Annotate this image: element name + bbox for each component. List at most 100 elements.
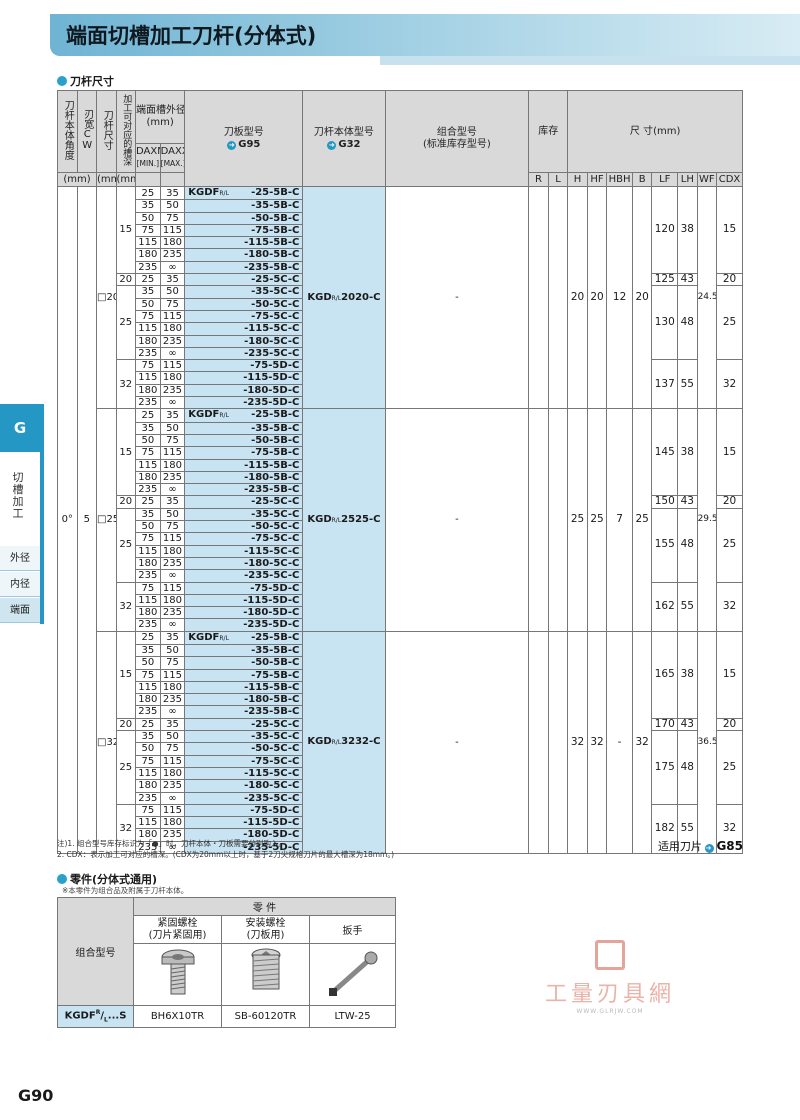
insert-code-cell[interactable]: -115-5C-C — [184, 766, 304, 781]
dim-lh-cell: 38 — [677, 630, 698, 719]
daxn-cell: 180 — [135, 383, 161, 398]
side-nav-inner[interactable]: 内径 — [0, 572, 40, 597]
applicable-insert-link[interactable]: 适用刀片 ➜G85 — [657, 839, 743, 853]
insert-code-cell[interactable]: -115-5D-C — [184, 371, 304, 385]
daxn-cell: 115 — [135, 544, 161, 558]
insert-code-cell[interactable]: -180-5B-C — [184, 470, 304, 485]
dim-lf-cell: 120 — [651, 185, 679, 275]
parts-group-header: 零 件 — [132, 897, 397, 916]
insert-code-cell[interactable]: -235-5B-C — [184, 483, 304, 497]
insert-code-cell[interactable]: -75-5C-C — [184, 754, 304, 768]
insert-code-cell[interactable]: -25-5C-C — [184, 717, 304, 732]
daxn-cell: 75 — [135, 581, 161, 595]
dim-hbh-cell: 7 — [606, 408, 633, 632]
insert-code-cell[interactable]: -115-5C-C — [184, 322, 304, 336]
col-hbh: HBH — [606, 172, 633, 187]
insert-code-cell[interactable]: -35-5B-C — [184, 199, 304, 213]
insert-suffix: -75-5D-C — [250, 360, 300, 372]
insert-prefix-text: KGDF — [188, 187, 220, 198]
side-nav-outer[interactable]: 外径 — [0, 546, 40, 571]
insert-code-cell[interactable]: -115-5B-C — [184, 458, 304, 472]
daxn-cell: 235 — [135, 791, 161, 805]
insert-code-cell[interactable]: -180-5D-C — [184, 383, 304, 398]
dim-lh-cell: 55 — [677, 359, 698, 410]
insert-code-cell[interactable]: -115-5D-C — [184, 816, 304, 830]
body-code-cell[interactable]: KGDR/L3232-C — [302, 630, 386, 855]
daxn-cell: 25 — [135, 495, 161, 509]
daxx-cell: 115 — [159, 446, 186, 460]
insert-code-cell[interactable]: -75-5C-C — [184, 532, 304, 546]
insert-code-cell[interactable]: -235-5D-C — [184, 840, 304, 855]
insert-code-cell[interactable]: -50-5C-C — [184, 520, 304, 534]
insert-code-cell[interactable]: -35-5C-C — [184, 285, 304, 299]
daxn-cell: 75 — [135, 309, 161, 324]
insert-code-cell[interactable]: -50-5B-C — [184, 211, 304, 225]
insert-code-cell[interactable]: -35-5C-C — [184, 730, 304, 744]
daxn-cell: 25 — [135, 408, 161, 423]
insert-code-cell[interactable]: -180-5C-C — [184, 334, 304, 348]
daxx-cell: 50 — [159, 421, 186, 435]
insert-code-cell[interactable]: KGDFR/L-25-5B-C — [184, 408, 304, 423]
insert-code-cell[interactable]: -75-5B-C — [184, 446, 304, 460]
insert-code-cell[interactable]: -75-5D-C — [184, 581, 304, 595]
insert-code-cell[interactable]: -35-5C-C — [184, 507, 304, 522]
insert-code-cell[interactable]: -75-5D-C — [184, 803, 304, 818]
insert-code-cell[interactable]: -50-5C-C — [184, 742, 304, 756]
body-code-cell[interactable]: KGDR/L2525-C — [302, 408, 386, 632]
insert-code-cell[interactable]: -35-5B-C — [184, 421, 304, 435]
daxx-cell: 235 — [159, 248, 186, 262]
daxx-cell: ∞ — [159, 483, 186, 497]
insert-code-cell[interactable]: -180-5D-C — [184, 828, 304, 842]
insert-code-cell[interactable]: -180-5C-C — [184, 779, 304, 793]
insert-code-cell[interactable]: -235-5C-C — [184, 569, 304, 583]
chapter-tab-g[interactable]: G — [0, 404, 40, 452]
body-code-cell[interactable]: KGDR/L2020-C — [302, 185, 386, 410]
table-notes: 注)1. 组合型号库存标识为「●」时，刀杆本体・刀板需要分别购入。 2. CDX… — [57, 839, 395, 859]
dim-cdx-cell: 15 — [716, 408, 743, 497]
insert-code-cell[interactable]: -50-5B-C — [184, 656, 304, 670]
insert-code-cell[interactable]: -115-5C-C — [184, 544, 304, 558]
insert-code-cell[interactable]: -235-5D-C — [184, 618, 304, 632]
insert-code-cell[interactable]: -115-5B-C — [184, 236, 304, 250]
insert-suffix: -75-5C-C — [251, 310, 300, 322]
col-cw: 刃宽CW — [76, 90, 97, 173]
dim-lf-cell: 145 — [651, 408, 679, 497]
daxx-cell: ∞ — [159, 260, 186, 275]
section-heading-dimensions: 刀杆尺寸 — [57, 73, 114, 89]
insert-code-cell[interactable]: -25-5C-C — [184, 273, 304, 287]
daxx-cell: 75 — [159, 211, 186, 225]
daxx-cell: 75 — [159, 656, 186, 670]
side-nav-face[interactable]: 端面 — [0, 598, 40, 623]
unit-shank: (mm) — [96, 172, 117, 187]
insert-code-cell[interactable]: -75-5C-C — [184, 309, 304, 324]
col-hf: HF — [586, 172, 608, 187]
insert-code-cell[interactable]: -115-5B-C — [184, 680, 304, 695]
insert-code-cell[interactable]: -235-5C-C — [184, 346, 304, 361]
insert-code-cell[interactable]: -75-5B-C — [184, 668, 304, 682]
insert-code-cell[interactable]: -180-5C-C — [184, 556, 304, 571]
insert-code-cell[interactable]: -180-5D-C — [184, 606, 304, 620]
table-row: 235∞-235-5D-C — [58, 396, 743, 410]
insert-suffix: -235-5B-C — [244, 706, 300, 718]
insert-code-cell[interactable]: -115-5D-C — [184, 593, 304, 608]
insert-code-cell[interactable]: KGDFR/L-25-5B-C — [184, 630, 304, 645]
insert-code-cell[interactable]: -180-5B-C — [184, 693, 304, 707]
daxx-cell: 115 — [159, 754, 186, 768]
insert-code-cell[interactable]: KGDFR/L-25-5B-C — [184, 185, 304, 201]
insert-code-cell[interactable]: -50-5B-C — [184, 433, 304, 448]
daxx-cell: 115 — [159, 532, 186, 546]
insert-code-cell[interactable]: -35-5B-C — [184, 643, 304, 658]
insert-code-cell[interactable]: -75-5B-C — [184, 223, 304, 238]
insert-code-cell[interactable]: -75-5D-C — [184, 359, 304, 373]
stock-r-cell — [528, 408, 549, 632]
insert-code-cell[interactable]: -180-5B-C — [184, 248, 304, 262]
insert-code-cell[interactable]: -235-5D-C — [184, 396, 304, 410]
insert-code-cell[interactable]: -50-5C-C — [184, 297, 304, 311]
insert-code-cell[interactable]: -235-5B-C — [184, 705, 304, 719]
insert-code-cell[interactable]: -235-5C-C — [184, 791, 304, 805]
insert-code-cell[interactable]: -25-5C-C — [184, 495, 304, 509]
insert-code-cell[interactable]: -235-5B-C — [184, 260, 304, 275]
